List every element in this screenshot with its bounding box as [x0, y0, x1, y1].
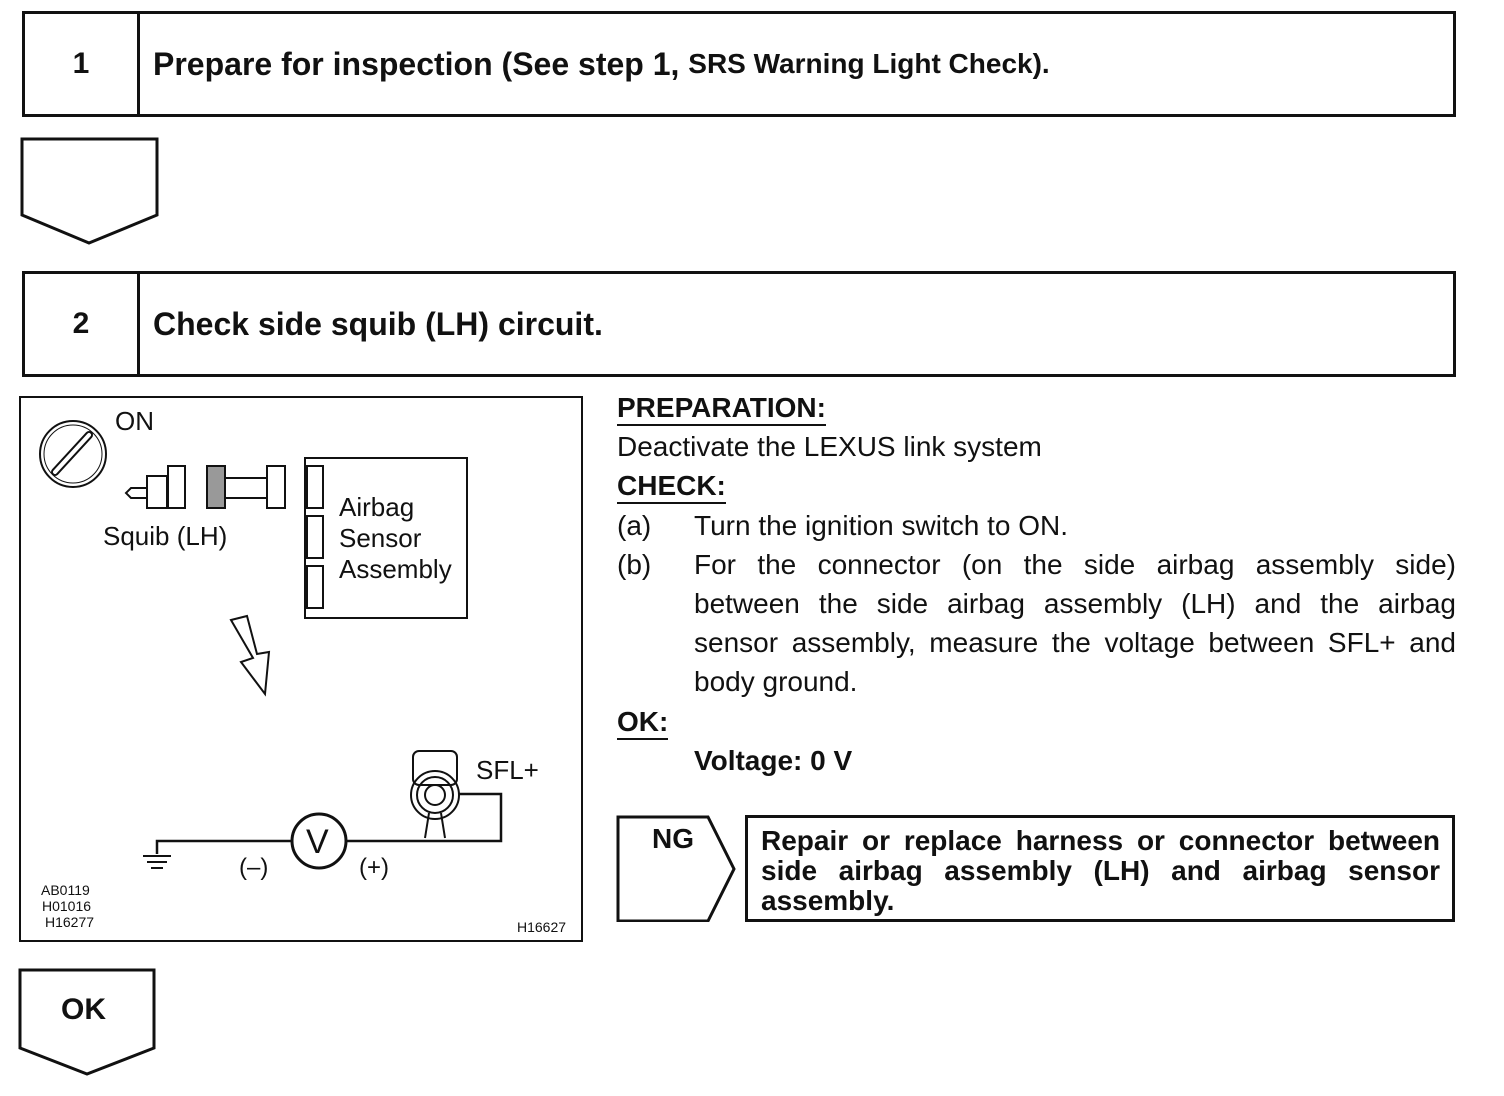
sfl-label: SFL+ — [476, 755, 539, 785]
check-item-b-marker: (b) — [617, 549, 652, 580]
sensor-label: Sensor — [339, 523, 422, 553]
ok-spec-value: Voltage: 0 V — [694, 745, 853, 776]
preparation-heading: PREPARATION: — [617, 392, 826, 426]
assembly-label: Assembly — [339, 554, 452, 584]
wiring-figure: ON Squib (LH) Airbag Sensor Assembly SFL… — [19, 396, 583, 942]
preparation-text: Deactivate the LEXUS link system — [617, 431, 1042, 462]
step-1-title-ref: SRS Warning Light Check). — [688, 48, 1050, 79]
squib-label: Squib (LH) — [103, 521, 228, 551]
step-1-box: 1 Prepare for inspection (See step 1, SR… — [22, 11, 1456, 117]
voltmeter-icon — [290, 812, 348, 870]
ok-heading: OK: — [617, 706, 669, 740]
test-lead-wires — [155, 792, 503, 854]
ng-arrow-icon — [616, 815, 736, 922]
ground-icon — [143, 855, 171, 869]
squib-connector-icon — [124, 465, 286, 509]
step-1-number: 1 — [25, 14, 140, 114]
connector-icon — [410, 750, 460, 839]
minus-label: (–) — [239, 854, 269, 881]
preparation-heading-wrap: PREPARATION: — [617, 392, 826, 426]
step-2-box: 2 Check side squib (LH) circuit. — [22, 271, 1456, 377]
step-1-title: Prepare for inspection (See step 1, SRS … — [140, 14, 1050, 114]
on-label: ON — [115, 406, 154, 436]
check-heading-wrap: CHECK: — [617, 470, 726, 504]
ng-label: NG — [652, 823, 694, 854]
continue-arrow-icon — [20, 137, 159, 245]
ok-heading-wrap: OK: — [617, 706, 669, 740]
airbag-sensor-assembly-icon — [304, 457, 468, 619]
down-arrow-icon — [229, 614, 271, 697]
check-heading: CHECK: — [617, 470, 726, 504]
code-line: H16277 — [45, 914, 95, 930]
figure-code-right: H16627 — [517, 919, 567, 935]
step-1-title-main: Prepare for inspection (See step 1, — [153, 45, 680, 82]
code-line: AB0119 — [41, 882, 90, 898]
step-2-number: 2 — [25, 274, 140, 374]
ok-arrow-label: OK — [61, 993, 106, 1026]
ng-action-box: Repair or replace harness or connector b… — [745, 815, 1455, 922]
check-item-a-marker: (a) — [617, 510, 652, 541]
check-item-b-text: For the connector (on the side airbag as… — [694, 549, 1456, 697]
figure-code-left: AB0119 H01016 H16277 — [41, 882, 94, 930]
check-item-a-text: Turn the ignition switch to ON. — [694, 510, 1069, 541]
step-2-title: Check side squib (LH) circuit. — [153, 305, 603, 342]
ignition-key-icon — [39, 420, 107, 488]
airbag-label: Airbag — [339, 492, 415, 522]
plus-label: (+) — [359, 854, 389, 881]
ok-arrow-icon — [18, 968, 156, 1076]
voltmeter-label: V — [306, 823, 329, 861]
code-line: H01016 — [42, 898, 92, 914]
